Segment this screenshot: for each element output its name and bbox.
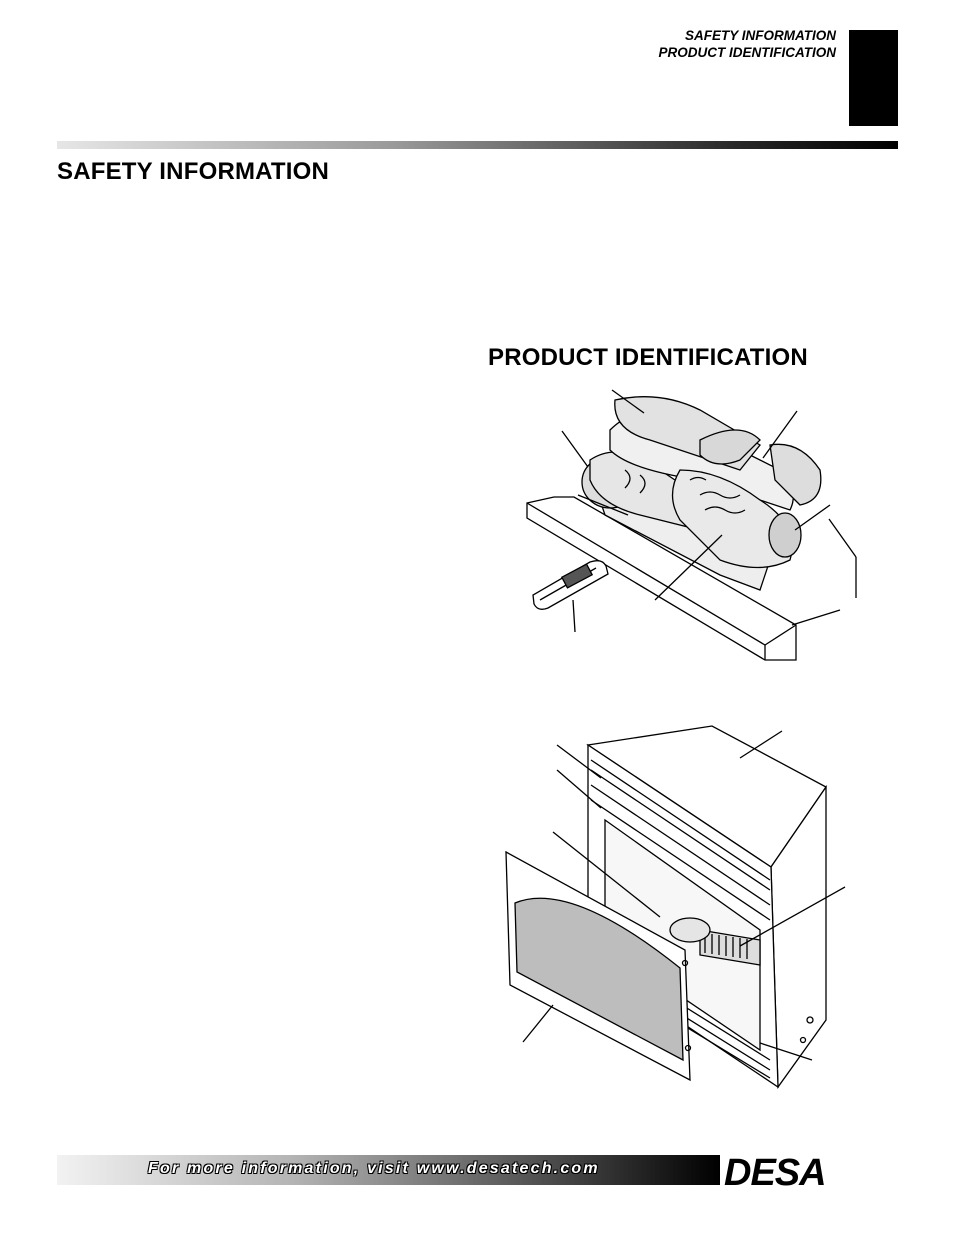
running-header: SAFETY INFORMATION PRODUCT IDENTIFICATIO… xyxy=(659,27,837,61)
desa-logo-text: DESA xyxy=(724,1153,826,1189)
product-identification-heading: PRODUCT IDENTIFICATION xyxy=(488,344,808,371)
header-section-safety: SAFETY INFORMATION xyxy=(685,28,836,43)
header-section-product: PRODUCT IDENTIFICATION xyxy=(658,45,837,60)
page-tab-marker xyxy=(849,30,898,126)
footer-website-text: For more information, visit www.desatech… xyxy=(148,1160,600,1177)
safety-information-heading: SAFETY INFORMATION xyxy=(57,158,330,185)
header-rule xyxy=(57,141,898,149)
desa-logo: DESA xyxy=(724,1153,827,1189)
footer-bar xyxy=(57,1155,720,1185)
